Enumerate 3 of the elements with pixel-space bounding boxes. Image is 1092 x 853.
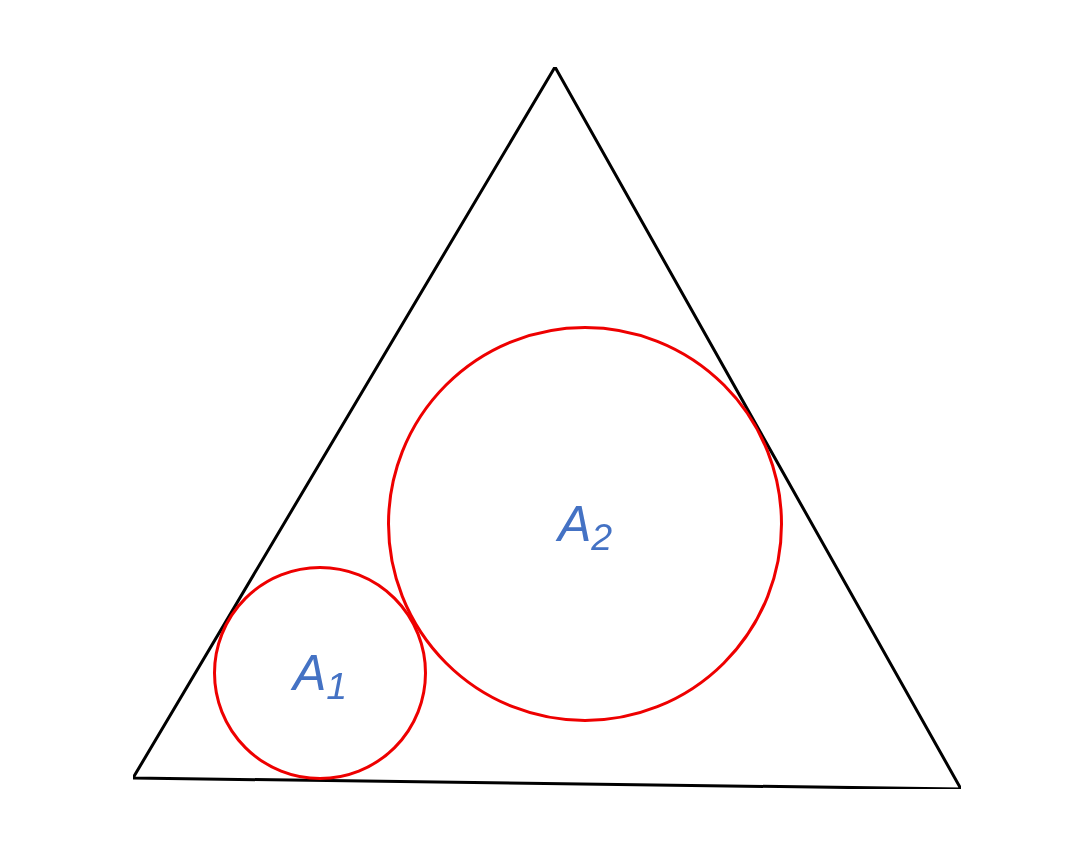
circle-label: A$_{1}$ [292,648,348,698]
triangle-shape [133,67,961,789]
circle-label: A$_{2}$ [557,499,613,549]
